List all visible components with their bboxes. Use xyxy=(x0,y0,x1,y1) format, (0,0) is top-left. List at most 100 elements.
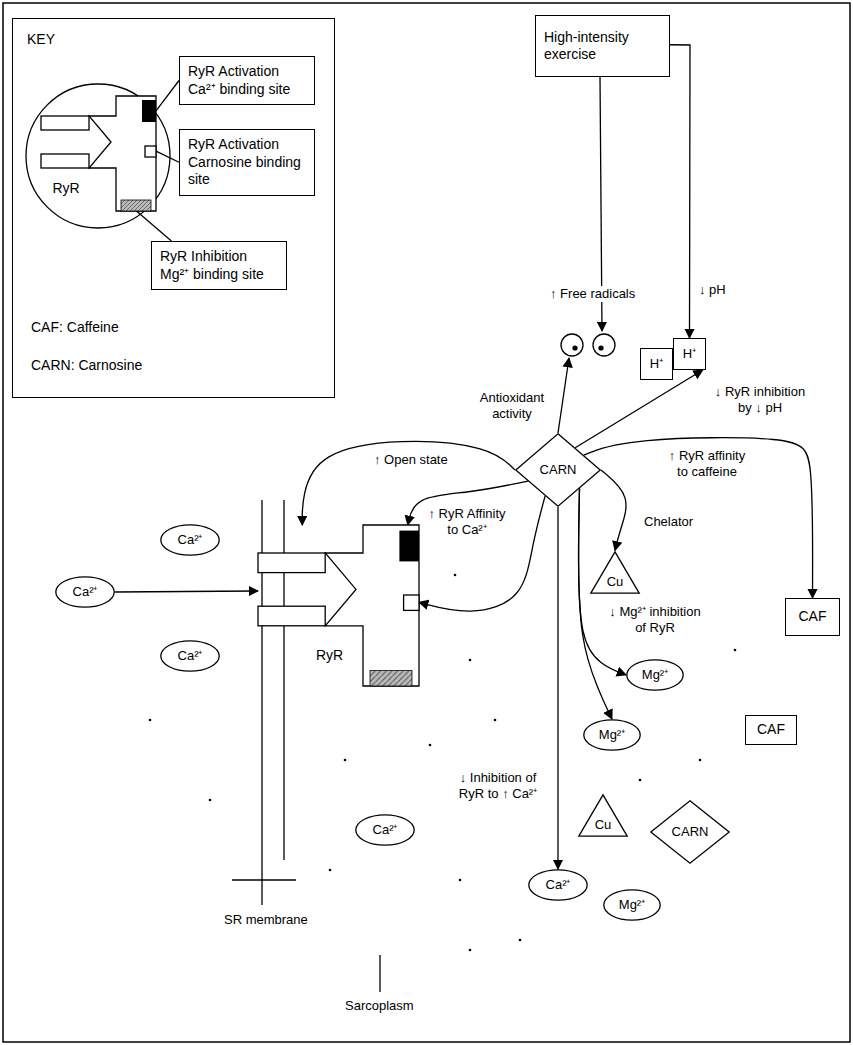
calcium-ion: Ca²⁺ xyxy=(160,524,220,556)
edge-label: ↓ pH xyxy=(697,282,728,298)
receptor-body xyxy=(89,96,156,211)
channel-bar xyxy=(41,154,89,168)
binding-site-box: RyR Activation Ca²⁺ binding site xyxy=(179,56,315,105)
proton-box: H⁺ xyxy=(640,348,673,380)
connector-arrow xyxy=(584,438,813,598)
magnesium-site xyxy=(121,200,151,211)
antioxidant-arrow xyxy=(558,358,569,433)
magnesium-site xyxy=(370,671,412,686)
magnesium-ion-shape xyxy=(627,660,683,690)
calcium-site xyxy=(142,100,156,122)
dot xyxy=(734,649,737,652)
dot xyxy=(519,939,522,942)
free-radical-symbol xyxy=(561,334,583,356)
node-text: High-intensity exercise xyxy=(544,29,661,64)
node-text: CAF xyxy=(757,721,785,739)
node-text: Ca²⁺ xyxy=(178,532,203,548)
edge-label: ↓ Inhibition of RyR to ↑ Ca²⁺ xyxy=(446,770,550,803)
node-text: Mg²⁺ xyxy=(642,667,668,683)
dot xyxy=(209,799,212,802)
ryr-icon: RyR xyxy=(41,96,156,211)
proton-box: H⁺ xyxy=(673,338,706,370)
edge-label: Chelator xyxy=(642,514,695,530)
carnosine-diamond-shape xyxy=(516,434,600,506)
edge-label: ↑ Open state xyxy=(372,452,450,468)
node-text: CARN xyxy=(672,824,709,840)
copper-triangle: Cu xyxy=(590,551,640,594)
copper-triangle: Cu xyxy=(578,794,628,837)
node-text: CARN xyxy=(540,462,577,478)
node-text: RyR Activation Carnosine binding site xyxy=(188,136,306,189)
calcium-ion: Ca²⁺ xyxy=(528,869,588,901)
dot xyxy=(639,779,642,782)
node-text: RyR xyxy=(316,647,343,665)
caffeine-box: CAF xyxy=(785,598,840,636)
node-text: H⁺ xyxy=(683,346,696,362)
carnosine-diamond-shape xyxy=(651,801,729,863)
node-text: H⁺ xyxy=(650,356,663,372)
dot xyxy=(469,659,472,662)
antioxidant-label: Antioxidant activity xyxy=(474,390,550,423)
node-text: RyR Activation Ca²⁺ binding site xyxy=(188,63,306,98)
sarcoplasm-tick xyxy=(379,955,380,992)
free-radical-electron xyxy=(598,345,603,350)
copper-triangle-shape xyxy=(579,794,627,835)
compartment-label: Sarcoplasm xyxy=(343,998,416,1014)
free-radical-electron xyxy=(572,345,577,350)
dot xyxy=(149,719,152,722)
node-text: Cu xyxy=(607,574,624,590)
carnosine-diamond: CARN xyxy=(650,800,730,864)
connector-arrow xyxy=(601,470,626,551)
carnosine-site xyxy=(404,595,419,610)
copper-triangle-shape xyxy=(591,551,639,592)
exercise-box: High-intensity exercise xyxy=(535,15,670,77)
binding-site-box: RyR Activation Carnosine binding site xyxy=(179,129,315,196)
edge-label: ↓ Mg²⁺ inhibition of RyR xyxy=(604,604,706,637)
magnesium-ion: Mg²⁺ xyxy=(583,719,641,751)
edge-label: ↑ RyR affinity to caffeine xyxy=(662,448,752,481)
edge-label: ↑ RyR Affinity to Ca²⁺ xyxy=(422,506,512,539)
node-text: KEY xyxy=(27,31,55,49)
node-text: CARN: Carnosine xyxy=(31,357,142,375)
connector-arrow xyxy=(156,81,179,111)
dot xyxy=(469,949,472,952)
magnesium-ion-shape xyxy=(584,720,640,750)
dot xyxy=(344,759,347,762)
node-text: Ca²⁺ xyxy=(73,584,98,600)
node-text: Ca²⁺ xyxy=(546,877,571,893)
membrane-tick xyxy=(232,879,296,880)
key-box: KEY CAF: CaffeineCARN: Carnosine RyR RyR Ac… xyxy=(12,18,335,398)
free-radical-symbol xyxy=(593,334,615,356)
key-circle xyxy=(26,84,170,228)
free-radical-label: ↑ Free radicals xyxy=(548,286,637,302)
channel-bar xyxy=(41,116,89,130)
node-text: RyR Inhibition Mg²⁺ binding site xyxy=(160,248,278,283)
connector-arrow xyxy=(115,590,258,592)
sarcoplasm-dots xyxy=(149,574,737,952)
node-text: CAF xyxy=(799,608,827,626)
dot xyxy=(699,759,702,762)
node-text: RyR xyxy=(53,180,80,198)
connector-arrow xyxy=(670,45,690,338)
connector-arrow xyxy=(419,496,545,611)
ryanodine-receptor: RyR xyxy=(258,525,419,686)
calcium-ion: Ca²⁺ xyxy=(55,576,115,608)
node-text: Ca²⁺ xyxy=(178,648,203,664)
calcium-ion: Ca²⁺ xyxy=(355,814,415,846)
carnosine-site xyxy=(145,146,156,157)
connector-arrow xyxy=(557,507,558,869)
node-text: CAF: Caffeine xyxy=(31,319,119,337)
caffeine-box: CAF xyxy=(745,715,797,745)
node-text: Mg²⁺ xyxy=(599,727,625,743)
channel-bar xyxy=(258,553,325,573)
calcium-ion-shape xyxy=(56,577,114,607)
connector-arrow xyxy=(156,151,179,162)
connector-arrow xyxy=(136,211,171,241)
calcium-ion: Ca²⁺ xyxy=(160,640,220,672)
calcium-ion-shape xyxy=(161,641,219,671)
magnesium-ion: Mg²⁺ xyxy=(626,659,684,691)
node-text: Ca²⁺ xyxy=(373,822,398,838)
figure-frame xyxy=(3,3,850,1042)
edge-label: ↓ RyR inhibition by ↓ pH xyxy=(706,384,814,417)
